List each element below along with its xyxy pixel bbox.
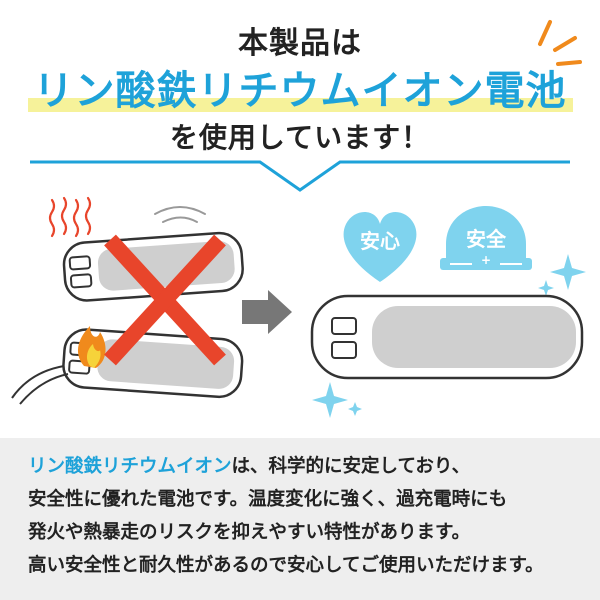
chevron-divider-icon xyxy=(30,160,570,192)
cross-icon xyxy=(104,234,226,366)
description-line1-rest: は、科学的に安定しており、 xyxy=(231,456,471,477)
motion-lines-icon xyxy=(154,206,206,223)
description-line3: 発火や熱暴走のリスクを抑えやすい特性があります。 xyxy=(28,522,471,543)
sparkle-icon xyxy=(538,20,582,66)
description-line1: リン酸鉄リチウムイオンは、科学的に安定しており、 xyxy=(28,450,588,483)
power-bank-icon xyxy=(62,328,244,399)
description-highlight: リン酸鉄リチウムイオン xyxy=(28,456,232,477)
heat-waves-icon xyxy=(48,196,92,238)
cable-icon xyxy=(11,365,69,405)
helmet-badge-label: 安全 xyxy=(466,227,507,251)
description-panel xyxy=(0,438,600,600)
headline-line3: を使用しています！ xyxy=(169,121,431,154)
headline-line1: 本製品は xyxy=(238,26,362,61)
description-text: リン酸鉄リチウムイオンは、科学的に安定しており、 安全性に優れた電池です。温度変… xyxy=(28,450,588,582)
illustration: 安心 + 安全 xyxy=(11,20,586,418)
arrow-right-icon xyxy=(242,290,292,334)
heart-badge-label: 安心 xyxy=(360,229,400,253)
helmet-badge-icon: + 安全 xyxy=(440,206,532,270)
svg-text:+: + xyxy=(481,253,491,267)
fire-icon xyxy=(77,326,106,368)
description-line2: 安全性に優れた電池です。温度変化に強く、過充電時にも xyxy=(28,489,508,510)
headline-line2-wrap: リン酸鉄リチウムイオン電池 xyxy=(0,58,600,116)
twinkle-star-icon xyxy=(312,254,586,418)
headline-line2: リン酸鉄リチウムイオン電池 xyxy=(27,58,573,116)
heart-badge-icon: 安心 xyxy=(343,212,417,282)
description-line4: 高い安全性と耐久性があるので安心してご使用いただけます。 xyxy=(28,555,544,576)
power-bank-icon xyxy=(310,294,584,380)
